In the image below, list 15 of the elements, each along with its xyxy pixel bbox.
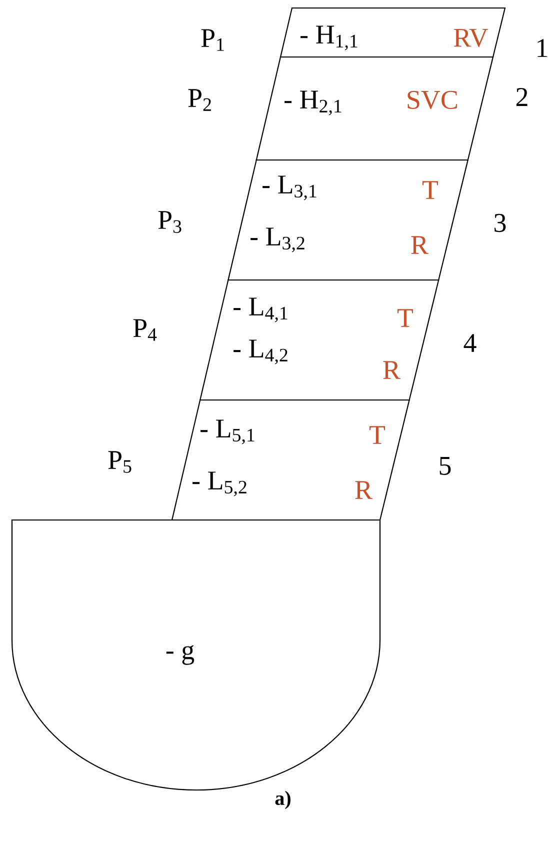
level-label: P$_{5}$ bbox=[108, 451, 132, 473]
level-label: P$_{3}$ bbox=[158, 211, 182, 233]
caption: a) bbox=[275, 790, 290, 810]
level-label: P$_{1}$ bbox=[201, 29, 224, 51]
row-number: 5 bbox=[440, 457, 451, 475]
slanted-cell: - H$_{1,1}$ RV bbox=[280, 7, 506, 58]
level-label: P$_{4}$ bbox=[133, 319, 157, 341]
level-label: P$_{2}$ bbox=[188, 89, 211, 111]
slanted-cell: - L$_{5,1}$ T - L$_{5,2}$ R bbox=[171, 399, 410, 521]
row-number: 3 bbox=[494, 214, 506, 232]
slanted-cell: - L$_{3,1}$ T - L$_{3,2}$ R bbox=[228, 159, 469, 281]
row-number: 2 bbox=[516, 88, 528, 106]
slanted-cell: - H$_{2,1}$ SVC bbox=[256, 56, 494, 161]
row-number: 1 bbox=[538, 39, 548, 57]
row-number: 4 bbox=[464, 334, 476, 352]
